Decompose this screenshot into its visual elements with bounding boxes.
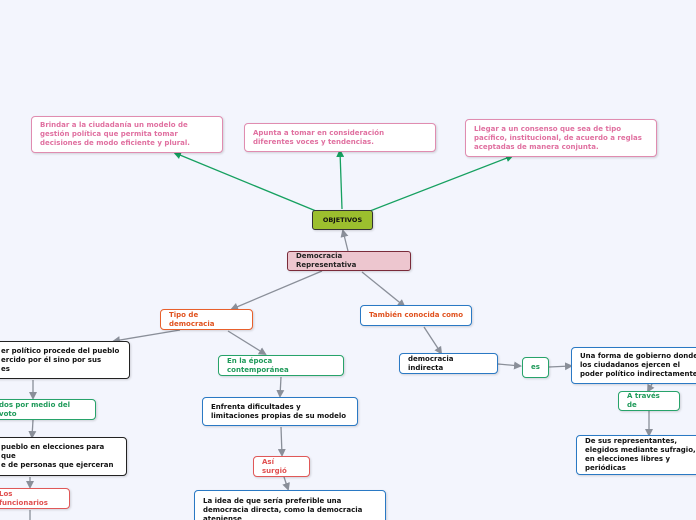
goal-node-3[interactable]: Llegar a un consenso que sea de tipo pac… <box>465 119 657 157</box>
asi-surgio-node[interactable]: Así surgió <box>253 456 310 477</box>
link-central-tipo <box>230 270 323 311</box>
central-topic-node[interactable]: Democracia Representativa <box>287 251 411 271</box>
link-objetivos-goal-2 <box>336 149 345 210</box>
goal-node-2[interactable]: Apunta a tomar en consideración diferent… <box>244 123 436 152</box>
elegidos-label: dos por medio del voto <box>0 400 70 418</box>
link-central-objetivos <box>340 229 349 252</box>
link-enfrenta-asi <box>277 426 286 457</box>
representantes-text: De sus representantes, elegidos mediante… <box>585 437 696 472</box>
link-forma-traves <box>647 383 655 393</box>
epoca-label: En la época contemporánea <box>227 356 289 374</box>
elegidos-node[interactable]: dos por medio del voto <box>0 399 96 420</box>
tambien-node[interactable]: También conocida como <box>360 305 472 326</box>
tipo-node[interactable]: Tipo de democracia <box>160 309 253 330</box>
traves-node[interactable]: A través de <box>618 391 680 411</box>
link-es-forma <box>548 362 573 371</box>
asi-surgio-label: Así surgió <box>262 457 287 475</box>
idea-text: La idea de que sería preferible una demo… <box>203 497 363 520</box>
funcionarios-label: Los funcionarios <box>0 489 48 507</box>
link-tipo-definicion <box>112 329 181 344</box>
forma-text: Una forma de gobierno donde los ciudadan… <box>580 352 696 378</box>
epoca-node[interactable]: En la época contemporánea <box>218 355 344 376</box>
goal-text-2: Apunta a tomar en consideración diferent… <box>253 128 385 146</box>
link-asi-idea <box>282 476 290 491</box>
link-elegidos-elecciones <box>28 419 37 439</box>
es-label: es <box>531 363 540 371</box>
central-topic-label: Democracia Representativa <box>296 252 357 269</box>
tipo-label: Tipo de democracia <box>169 310 215 328</box>
definicion-node[interactable]: er político procede del pueblo ercido po… <box>0 341 130 379</box>
definicion-text: er político procede del pueblo ercido po… <box>1 346 120 373</box>
elecciones-node[interactable]: pueblo en elecciones para que e de perso… <box>0 437 127 476</box>
link-central-tambien <box>361 271 406 308</box>
link-indirecta-es <box>497 361 522 370</box>
tambien-label: También conocida como <box>369 311 464 319</box>
enfrenta-node[interactable]: Enfrenta dificultades y limitaciones pro… <box>202 397 358 426</box>
indirecta-label: democracia indirecta <box>408 354 454 372</box>
representantes-node[interactable]: De sus representantes, elegidos mediante… <box>576 435 696 475</box>
traves-label: A través de <box>627 392 660 409</box>
elecciones-text: pueblo en elecciones para que e de perso… <box>1 443 114 469</box>
objetivos-label: OBJETIVOS <box>322 215 363 224</box>
link-tambien-indirecta <box>423 326 443 355</box>
link-epoca-enfrenta <box>276 376 285 398</box>
forma-node[interactable]: Una forma de gobierno donde los ciudadan… <box>571 347 696 384</box>
enfrenta-text: Enfrenta dificultades y limitaciones pro… <box>211 402 347 420</box>
link-tipo-epoca <box>227 330 267 356</box>
link-objetivos-goal-1 <box>173 151 317 212</box>
es-node[interactable]: es <box>522 357 549 378</box>
goal-node-1[interactable]: Brindar a la ciudadanía un modelo de ges… <box>31 116 223 153</box>
link-objetivos-goal-3 <box>369 154 514 212</box>
objetivos-node[interactable]: OBJETIVOS <box>312 210 373 230</box>
idea-node[interactable]: La idea de que sería preferible una demo… <box>194 490 386 520</box>
goal-text-3: Llegar a un consenso que sea de tipo pac… <box>474 124 642 151</box>
indirecta-node[interactable]: democracia indirecta <box>399 353 498 374</box>
goal-text-1: Brindar a la ciudadanía un modelo de ges… <box>40 121 190 147</box>
funcionarios-node[interactable]: Los funcionarios <box>0 488 70 509</box>
